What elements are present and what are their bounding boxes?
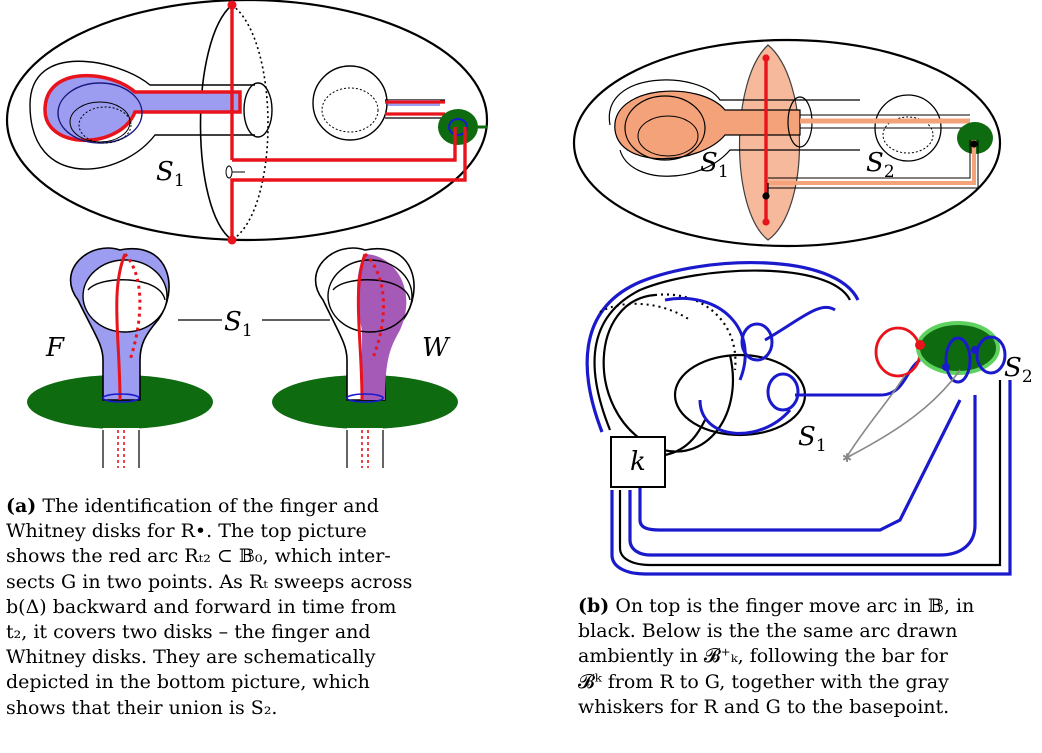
svg-text:✱: ✱	[842, 451, 852, 465]
panel-a-bottom-diagram: F W S1	[27, 247, 458, 468]
caption-b-line: whiskers for R and G to the basepoint.	[578, 695, 950, 718]
panel-b-bottom-s2-label: S2	[1004, 353, 1033, 387]
caption-b: (b) On top is the finger move arc in 𝔹, …	[578, 594, 1038, 720]
caption-a-line: Whitney disks for R•. The top picture	[6, 520, 367, 543]
caption-a-line: depicted in the bottom picture, which	[6, 671, 370, 694]
panel-a-bottom-s1-label: S1	[224, 307, 253, 341]
caption-a-line: t₂, it covers two disks – the finger and	[6, 621, 371, 644]
caption-a-line: shows that their union is S₂.	[6, 696, 278, 719]
caption-b-line: (b) On top is the finger move arc in 𝔹, …	[578, 595, 975, 617]
orange-cross-disk	[738, 44, 801, 241]
green-disk-b	[957, 122, 993, 154]
caption-a-line: sects G in two points. As Rₜ sweeps acro…	[6, 570, 413, 593]
caption-a: (a) The identification of the finger and…	[6, 494, 490, 721]
k-box-label: k	[630, 447, 646, 477]
caption-a-line: (a) The identification of the finger and	[6, 495, 379, 517]
panel-a-top-s1-label: S1	[156, 157, 185, 191]
outer-ellipse-b	[572, 38, 1002, 248]
handle-outline	[29, 60, 255, 170]
label-W: W	[422, 333, 451, 363]
cross-disk-front	[199, 4, 233, 241]
panel-b-bottom-diagram: ✱ k S1 S2	[585, 261, 1033, 576]
green-blob-b	[916, 321, 1000, 375]
panel-b-top-diagram: S1 S2	[572, 38, 1002, 248]
orange-handle-region	[614, 90, 801, 160]
k-box	[610, 436, 666, 488]
caption-a-line: b(Δ) backward and forward in time from	[6, 595, 397, 618]
caption-b-line: ambiently in 𝓑⁺ₖ, following the bar for	[578, 645, 948, 668]
panel-b-top-s2-label: S2	[866, 148, 895, 182]
red-arc	[230, 5, 467, 240]
cross-disk-back	[231, 4, 269, 241]
green-disk	[438, 109, 478, 145]
label-F: F	[45, 333, 65, 363]
red-ring-b	[874, 326, 922, 378]
blue-disk-region	[43, 73, 242, 142]
caption-a-line: Whitney disks. They are schematically	[6, 646, 376, 669]
panel-b-top-s1-label: S1	[700, 148, 729, 182]
caption-b-line: black. Below is the the same arc drawn	[578, 620, 958, 643]
panel-b-bottom-s1-label: S1	[798, 422, 827, 456]
panel-a-top-diagram: S1	[5, 0, 489, 245]
outer-ellipse	[5, 0, 489, 242]
caption-a-line: shows the red arc Rₜ₂ ⊂ 𝔹₀, which inter-	[6, 545, 391, 568]
white-sphere	[312, 65, 388, 141]
caption-b-line: 𝓑ᵏ from R to G, together with the gray	[578, 670, 949, 693]
